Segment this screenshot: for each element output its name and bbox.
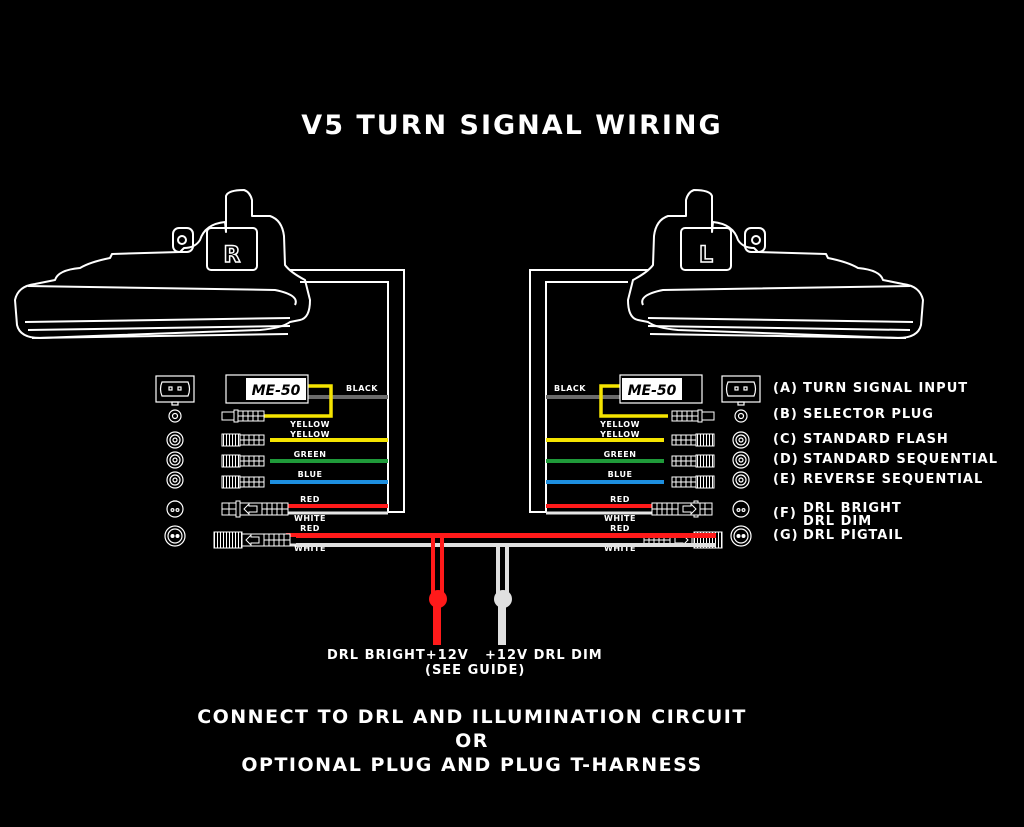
yellow-selector-wire — [599, 384, 668, 418]
red-wire-g-label: RED — [610, 524, 630, 533]
right-lamp — [14, 189, 311, 339]
right-wires: BLACKYELLOWME-50YELLOWGREENBLUEREDWHITER… — [155, 374, 388, 553]
drl-trunk — [296, 533, 716, 645]
red-wire-g-label: RED — [300, 524, 320, 533]
reverse-sequential-connector — [671, 475, 715, 489]
drl-bright-label: DRL BRIGHT+12V — [327, 648, 469, 663]
white-wire-f-label: WHITE — [294, 514, 326, 523]
white-drop-1 — [496, 545, 500, 598]
drl-bright-note: (SEE GUIDE) — [425, 663, 526, 678]
legend-item-e: (E)REVERSE SEQUENTIAL — [773, 472, 984, 487]
sequential-connector — [671, 454, 715, 468]
footer-line-2: OR — [455, 730, 489, 752]
white-wire-f — [286, 511, 388, 515]
red-wire-g — [286, 533, 300, 537]
red-drop-1 — [431, 535, 435, 598]
arrow-icon — [243, 502, 258, 516]
sequential-connector — [221, 454, 265, 468]
legend-item-b: (B)SELECTOR PLUG — [773, 407, 934, 422]
drl-dim-label: +12V DRL DIM — [485, 648, 603, 663]
arrow-icon — [245, 533, 260, 547]
plug-e-icon — [732, 471, 750, 489]
drl-pigtail-connector — [213, 531, 291, 549]
right-harness-frame — [290, 269, 405, 513]
red-lead — [433, 598, 441, 645]
plug-d-icon — [732, 451, 750, 469]
drl-dim-terminal — [494, 590, 512, 608]
footer-line-1: CONNECT TO DRL AND ILLUMINATION CIRCUIT — [197, 706, 747, 728]
plug-g-icon — [730, 525, 752, 547]
diagram-title: V5 TURN SIGNAL WIRING — [301, 110, 723, 141]
left-lamp — [627, 189, 924, 339]
blue-wire-label: BLUE — [298, 470, 323, 479]
white-wire-g-label: WHITE — [294, 544, 326, 553]
plug-c-icon — [166, 431, 184, 449]
red-wire-f — [286, 504, 388, 508]
red-bus — [296, 533, 716, 538]
yellow-wire — [270, 438, 388, 442]
plug-a-icon — [155, 375, 195, 406]
me50-module: ME-50 — [225, 374, 309, 404]
me50-label: ME-50 — [628, 383, 677, 399]
plug-f-icon — [732, 500, 750, 518]
reverse-sequential-connector — [221, 475, 265, 489]
me50-module: ME-50 — [619, 374, 703, 404]
legend-item-c: (C)STANDARD FLASH — [773, 432, 949, 447]
white-wire-f-label: WHITE — [604, 514, 636, 523]
green-wire-label: GREEN — [604, 450, 637, 459]
yellow-selector-wire — [262, 384, 333, 418]
plug-g-icon — [164, 525, 186, 547]
arrow-icon — [682, 502, 697, 516]
yellow-wire-label: YELLOW — [289, 430, 330, 439]
green-wire — [270, 459, 388, 463]
plug-b-icon — [734, 409, 748, 423]
plug-f-icon — [166, 500, 184, 518]
black-wire — [306, 395, 388, 399]
black-wire-label: BLACK — [554, 384, 586, 393]
yellow-selector-label: YELLOW — [289, 420, 330, 429]
footer-line-3: OPTIONAL PLUG AND PLUG T-HARNESS — [241, 754, 703, 776]
red-wire-f-label: RED — [610, 495, 630, 504]
drl-connector-f — [651, 500, 713, 518]
left-wires: BLACKYELLOWME-50YELLOWGREENBLUEREDWHITER… — [546, 374, 761, 553]
plug-c-icon — [732, 431, 750, 449]
legend-item-d: (D)STANDARD SEQUENTIAL — [773, 452, 999, 467]
plug-b-icon — [168, 409, 182, 423]
drl-connector-f — [221, 500, 289, 518]
right-lamp-badge: R — [224, 243, 241, 268]
blue-wire — [270, 480, 388, 484]
left-lamp-badge: L — [699, 243, 713, 268]
plug-e-icon — [166, 471, 184, 489]
yellow-selector-label: YELLOW — [599, 420, 640, 429]
white-wire-g — [286, 543, 300, 547]
yellow-wire-label: YELLOW — [599, 430, 640, 439]
white-drop-2 — [505, 545, 509, 598]
plug-d-icon — [166, 451, 184, 469]
white-wire-f — [546, 511, 652, 515]
plug-a-icon — [721, 375, 761, 406]
red-drop-2 — [440, 535, 444, 598]
flash-connector — [671, 433, 715, 447]
black-wire-label: BLACK — [346, 384, 378, 393]
red-wire-f — [546, 504, 652, 508]
black-wire — [546, 395, 626, 399]
legend-item-g: (G)DRL PIGTAIL — [773, 528, 904, 543]
white-wire-g-label: WHITE — [604, 544, 636, 553]
selector-plug-connector — [671, 409, 715, 423]
me50-label: ME-50 — [252, 383, 301, 399]
yellow-wire — [546, 438, 664, 442]
drl-bright-terminal — [429, 590, 447, 608]
legend-item-a: (A)TURN SIGNAL INPUT — [773, 381, 969, 396]
green-wire-label: GREEN — [294, 450, 327, 459]
blue-wire — [546, 480, 664, 484]
red-wire-f-label: RED — [300, 495, 320, 504]
selector-plug-connector — [221, 409, 265, 423]
green-wire — [546, 459, 664, 463]
white-lead — [498, 598, 506, 645]
blue-wire-label: BLUE — [608, 470, 633, 479]
left-harness-frame — [529, 269, 648, 513]
flash-connector — [221, 433, 265, 447]
